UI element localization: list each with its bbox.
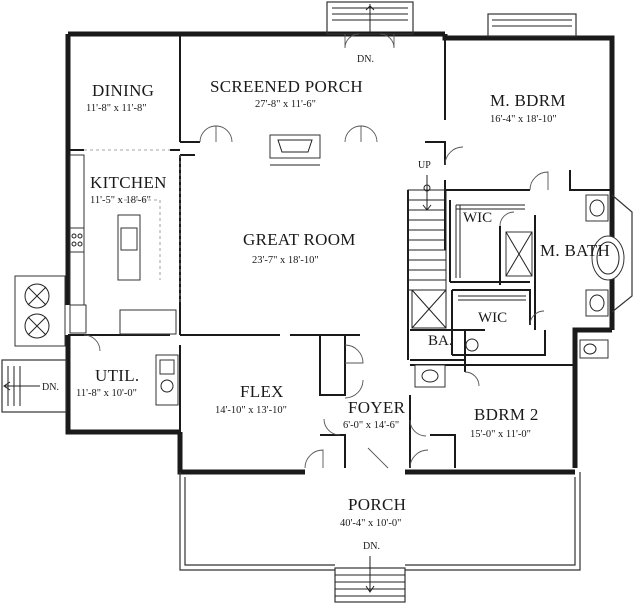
kitchen-dim: 11'-5" x 18'-6" [90, 195, 151, 206]
dining-room: DINING 11'-8" x 11'-8" [84, 81, 170, 151]
ac-units [14, 275, 66, 347]
foyer: FOYER 6'-0" x 14'-6" [304, 398, 429, 469]
flex-name: FLEX [240, 382, 284, 401]
bdrm2-dim: 15'-0" x 11'-0" [470, 429, 531, 440]
utility: UTIL. 11'-8" x 10'-0" [76, 334, 179, 406]
porch-dim: 40'-4" x 10'-0" [340, 518, 401, 529]
dn-porch-label: DN. [363, 541, 380, 552]
wic-2: WIC [458, 295, 609, 359]
screened-porch-name: SCREENED PORCH [210, 77, 363, 96]
m-bath-name: M. BATH [540, 241, 610, 260]
stairs: UP [407, 160, 447, 329]
side-stoop: DN. [1, 359, 67, 413]
foyer-name: FOYER [348, 398, 406, 417]
great-room: GREAT ROOM 23'-7" x 18'-10" [243, 230, 356, 266]
flex-dim: 14'-10" x 13'-10" [215, 405, 287, 416]
bedroom-2: BDRM 2 15'-0" x 11'-0" [464, 371, 539, 440]
wic-1-name: WIC [463, 210, 492, 226]
dining-dim: 11'-8" x 11'-8" [86, 103, 147, 114]
front-porch: PORCH 40'-4" x 10'-0" DN. [179, 472, 581, 603]
dining-name: DINING [92, 81, 154, 100]
ba-name: BA. [428, 333, 453, 349]
top-stoop: DN. [326, 1, 414, 65]
util-dim: 11'-8" x 10'-0" [76, 388, 137, 399]
wic-2-name: WIC [478, 310, 507, 326]
screened-porch: SCREENED PORCH 27'-8" x 11'-6" [199, 77, 378, 166]
porch-name: PORCH [348, 495, 406, 514]
bdrm2-name: BDRM 2 [474, 405, 539, 424]
dn-top-label: DN. [357, 54, 374, 65]
master-bath: M. BATH [505, 194, 625, 317]
master-windows [487, 13, 577, 37]
master-bedroom: M. BDRM 16'-4" x 18'-10" [444, 91, 633, 313]
m-bdrm-name: M. BDRM [490, 91, 566, 110]
wic-1: WIC [455, 204, 525, 278]
half-bath: BA. [414, 333, 479, 388]
up-label: UP [418, 160, 431, 171]
great-room-dim: 23'-7" x 18'-10" [252, 255, 319, 266]
great-room-name: GREAT ROOM [243, 230, 356, 249]
flex-room: FLEX 14'-10" x 13'-10" [215, 344, 364, 416]
m-bdrm-dim: 16'-4" x 18'-10" [490, 114, 557, 125]
kitchen: KITCHEN 11'-5" x 18'-6" [69, 154, 181, 335]
screened-porch-dim: 27'-8" x 11'-6" [255, 99, 316, 110]
foyer-dim: 6'-0" x 14'-6" [343, 420, 399, 431]
dn-util-label: DN. [42, 382, 59, 393]
util-name: UTIL. [95, 366, 139, 385]
kitchen-name: KITCHEN [90, 173, 167, 192]
